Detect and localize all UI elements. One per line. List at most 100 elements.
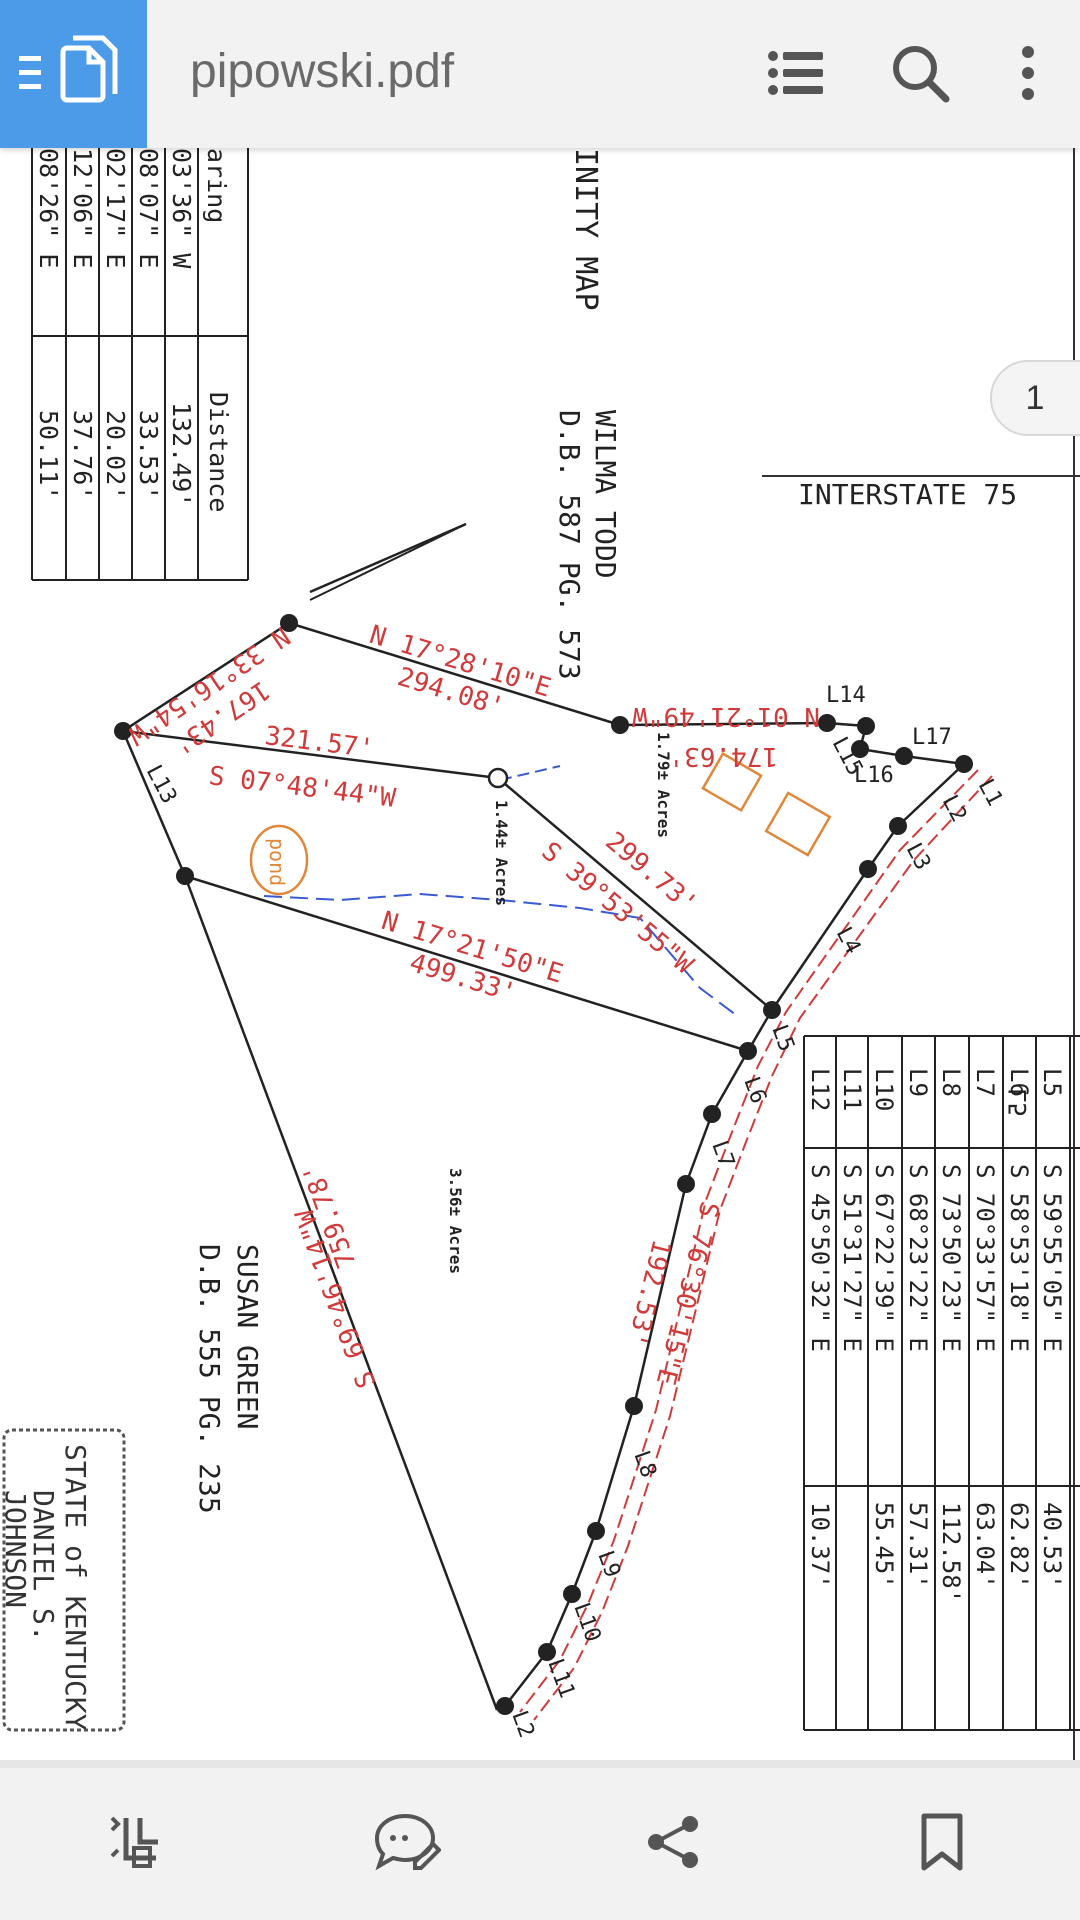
seal-text-line: DANIEL S. xyxy=(27,1490,60,1642)
right-table-bearing: S 68°23'22" E xyxy=(904,1164,932,1352)
more-vertical-icon xyxy=(1018,45,1038,106)
search-button[interactable] xyxy=(885,40,955,110)
susan-deed-label: D.B. 555 PG. 235 xyxy=(193,1244,226,1514)
right-table-distance: 10.37' xyxy=(806,1502,834,1589)
seal-text-line: STATE of KENTUCKY xyxy=(59,1444,92,1731)
leader-line xyxy=(309,523,467,601)
left-table-row-distance: 37.76' xyxy=(68,410,97,500)
seal-text-line: JOHNSON xyxy=(0,1490,32,1608)
interstate-label: INTERSTATE 75 xyxy=(798,478,1017,511)
line-label: L17 xyxy=(912,725,952,750)
left-table-row-bearing: 08'26" E xyxy=(34,148,63,268)
right-table-line: L12 xyxy=(806,1068,834,1111)
right-table-line: L10 xyxy=(870,1068,898,1111)
line-label: L2 xyxy=(937,791,972,826)
plat-drawing: aring Distance 03'36" W 132.49' 08'07" E… xyxy=(0,148,1080,1768)
line-label: L1 xyxy=(973,775,1008,810)
right-table-bearing: S 59°55'05" E xyxy=(1038,1164,1066,1352)
right-table-bearing: S 45°50'32" E xyxy=(806,1164,834,1352)
course-distance: 174.63' xyxy=(668,741,778,771)
susan-owner-label: SUSAN GREEN xyxy=(231,1244,264,1429)
right-table-line-label: L5 xyxy=(1004,1088,1032,1117)
fit-width-icon xyxy=(104,1810,168,1879)
share-button[interactable] xyxy=(634,1804,714,1884)
right-table-bearing: S 73°50'23" E xyxy=(937,1164,965,1352)
top-app-bar: pipowski.pdf xyxy=(0,0,1080,148)
acreage-label: 1.79± Acres xyxy=(654,732,673,838)
right-table-distance: 112.58' xyxy=(937,1502,965,1603)
course-bearing: N 01°21'49"W xyxy=(632,701,820,731)
pond-outline xyxy=(249,824,309,896)
line-label: L16 xyxy=(854,763,894,788)
right-table-distance: 40.53' xyxy=(1038,1502,1066,1589)
creek-line xyxy=(263,892,741,1019)
bottom-toolbar xyxy=(0,1768,1080,1920)
line-label: L2 xyxy=(506,1708,539,1741)
left-table-row-distance: 33.53' xyxy=(134,410,163,500)
right-table-distance: 63.04' xyxy=(971,1502,999,1589)
right-table-bearing: S 58°53'18" E xyxy=(1005,1164,1033,1352)
page-divider xyxy=(0,1760,1080,1768)
right-table-line: L5 xyxy=(1038,1068,1066,1097)
comment-edit-icon xyxy=(371,1810,442,1879)
left-table-row-bearing: 03'36" W xyxy=(167,148,196,269)
fit-width-button[interactable] xyxy=(96,1804,176,1884)
line-label: L14 xyxy=(826,683,866,708)
line-label: L10 xyxy=(568,1600,605,1646)
bookmark-icon xyxy=(919,1812,965,1877)
left-table-row-distance: 50.11' xyxy=(34,410,63,500)
corner-monuments xyxy=(114,614,973,1715)
vicinity-map-title: INITY MAP xyxy=(568,148,603,311)
list-icon xyxy=(767,48,823,103)
right-table-distance: 57.31' xyxy=(904,1502,932,1589)
acreage-label: 1.44± Acres xyxy=(492,800,511,906)
wilma-deed-label: D.B. 587 PG. 573 xyxy=(553,410,586,680)
left-table-header-bearing: aring xyxy=(202,148,231,223)
right-table-line: L11 xyxy=(838,1068,866,1111)
wilma-owner-label: WILMA TODD xyxy=(589,410,622,579)
creek-branch-line xyxy=(499,765,561,781)
left-table-row-bearing: 12'06" E xyxy=(68,148,97,268)
search-icon xyxy=(890,43,950,108)
course-distance: 321.57' xyxy=(263,721,375,764)
share-icon xyxy=(644,1812,704,1877)
boundary-lines xyxy=(121,522,965,1712)
surveyor-seal: STATE of KENTUCKY DANIEL S. JOHNSON xyxy=(0,1428,126,1732)
bookmark-button[interactable] xyxy=(902,1804,982,1884)
right-table-line: L9 xyxy=(904,1068,932,1097)
right-table-distance: 55.45' xyxy=(870,1502,898,1589)
line-label: L4 xyxy=(831,923,866,958)
line-label: L8 xyxy=(628,1448,661,1481)
more-options-button[interactable] xyxy=(993,40,1063,110)
pages-icon xyxy=(18,32,129,117)
left-table-row-bearing: 02'17" E xyxy=(101,148,130,268)
document-title: pipowski.pdf xyxy=(190,45,455,98)
right-table-bearing: S 67°22'39" E xyxy=(870,1164,898,1352)
road-right-of-way xyxy=(519,769,993,1721)
left-table-header-distance: Distance xyxy=(204,392,233,512)
building-outline xyxy=(701,751,763,813)
line-label: L11 xyxy=(542,1656,579,1702)
outline-button[interactable] xyxy=(760,40,830,110)
line-label: L9 xyxy=(592,1548,625,1581)
left-table-row-bearing: 08'07" E xyxy=(134,148,163,268)
open-corner-monument xyxy=(487,767,509,789)
left-table-row-distance: 20.02' xyxy=(101,410,130,500)
right-table-line: L8 xyxy=(937,1068,965,1097)
acreage-label: 3.56± Acres xyxy=(446,1168,465,1274)
line-label: L7 xyxy=(706,1138,739,1171)
left-table-row-distance: 132.49' xyxy=(167,402,196,507)
right-table-bearing: S 51°31'27" E xyxy=(838,1164,866,1352)
pdf-page[interactable]: 1 aring Distance 03'36" W 132.49' 08'07"… xyxy=(0,148,1080,1768)
right-table-distance: 62.82' xyxy=(1005,1502,1033,1589)
course-bearing: S 07°48'44"W xyxy=(207,761,397,814)
line-label: L5 xyxy=(766,1022,799,1055)
comment-button[interactable] xyxy=(366,1804,446,1884)
right-table-line: L7 xyxy=(971,1068,999,1097)
page-thumbnails-button[interactable] xyxy=(0,0,147,148)
page-number-indicator[interactable]: 1 xyxy=(990,360,1080,436)
right-table-rows: L5 S 59°55'05" E 40.53' L6 S 58°53'18" E… xyxy=(806,1068,1066,1603)
right-line-table xyxy=(803,1035,1080,1731)
left-line-table xyxy=(31,148,249,581)
right-table-bearing: S 70°33'57" E xyxy=(971,1164,999,1352)
